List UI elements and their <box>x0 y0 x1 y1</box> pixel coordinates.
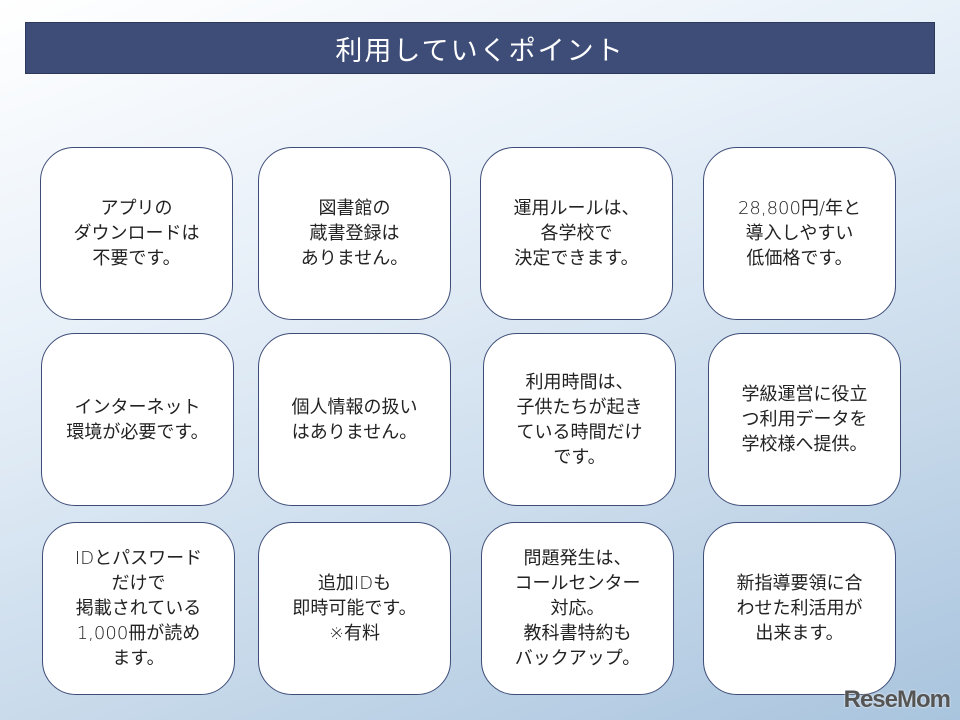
point-card-line: 図書館の <box>318 198 391 219</box>
point-card-line: IDとパスワード <box>74 548 203 569</box>
point-card-line: ている時間だけ <box>516 421 643 443</box>
point-card-line: 問題発生は、 <box>523 548 632 569</box>
point-card-line: 1,000冊が読め <box>76 623 201 644</box>
point-card: 学級運営に役立つ利用データを学校様へ提供。 <box>708 333 901 506</box>
point-card: 利用時間は、子供たちが起きている時間だけです。 <box>483 333 676 506</box>
point-card-line: コールセンター <box>514 573 641 594</box>
slide-title: 利用していくポイント <box>335 35 625 67</box>
point-card-line: ダウンロードは <box>73 223 200 244</box>
point-card-line: ます。 <box>112 648 165 669</box>
point-card-line: 新指導要領に合 <box>736 573 863 594</box>
point-card-line: 低価格です。 <box>746 248 853 269</box>
point-card: 問題発生は、コールセンター対応。教科書特約もバックアップ。 <box>481 522 674 695</box>
point-card: 運用ルールは、各学校で決定できます。 <box>480 147 673 320</box>
point-card: 28,800円/年と導入しやすい低価格です。 <box>703 147 896 320</box>
point-card-line: 学校様へ提供。 <box>741 434 868 455</box>
point-card: アプリのダウンロードは不要です。 <box>40 147 233 320</box>
point-card-line: 教科書特約も <box>523 623 632 644</box>
point-card-line: 対応。 <box>550 598 605 619</box>
point-card-line: バックアップ。 <box>514 648 641 669</box>
point-card-line: 運用ルールは、 <box>513 198 640 219</box>
point-card-line: 決定できます。 <box>514 248 639 269</box>
point-card-line: 導入しやすい <box>745 223 854 244</box>
point-card-line: つ利用データを <box>741 409 868 430</box>
point-card-line: 利用時間は、 <box>525 371 634 393</box>
point-card: 新指導要領に合わせた利活用が出来ます。 <box>703 522 896 695</box>
point-card-line: 追加IDも <box>317 573 392 594</box>
point-card-line: 個人情報の扱い <box>291 396 418 418</box>
point-card-line: だけで <box>111 573 166 594</box>
point-card: 追加IDも即時可能です。 ※有料 <box>258 522 451 695</box>
slide-title-bar: 利用していくポイント <box>25 22 935 74</box>
point-card-line: です。 <box>553 446 606 468</box>
point-card-line: わせた利活用が <box>736 598 863 619</box>
point-card-line: アプリの <box>100 198 173 219</box>
point-card: 個人情報の扱いはありません。 <box>258 333 451 506</box>
point-card-line: ※有料 <box>328 623 381 644</box>
point-card-line: 各学校で <box>540 223 613 244</box>
point-card-line: 学級運営に役立 <box>741 384 868 405</box>
point-card-line: 環境が必要です。 <box>66 421 209 443</box>
point-card-line: 不要です。 <box>92 248 181 269</box>
resemom-logo: ReseMom <box>843 686 951 713</box>
point-card-line: はありません。 <box>291 421 418 443</box>
point-card: インターネット環境が必要です。 <box>41 333 234 506</box>
point-card: 図書館の蔵書登録はありません。 <box>258 147 451 320</box>
point-card-line: 蔵書登録は <box>309 223 400 244</box>
point-card-line: 掲載されている <box>75 598 202 619</box>
point-card-line: 出来ます。 <box>755 623 844 644</box>
point-card-line: 子供たちが起き <box>516 396 643 418</box>
point-card-line: インターネット <box>74 396 201 418</box>
point-card-line: ありません。 <box>300 248 409 269</box>
point-card-line: 即時可能です。 <box>292 598 417 619</box>
point-card-line: 28,800円/年と <box>737 198 862 219</box>
point-card: IDとパスワードだけで掲載されている 1,000冊が読めます。 <box>42 522 235 695</box>
